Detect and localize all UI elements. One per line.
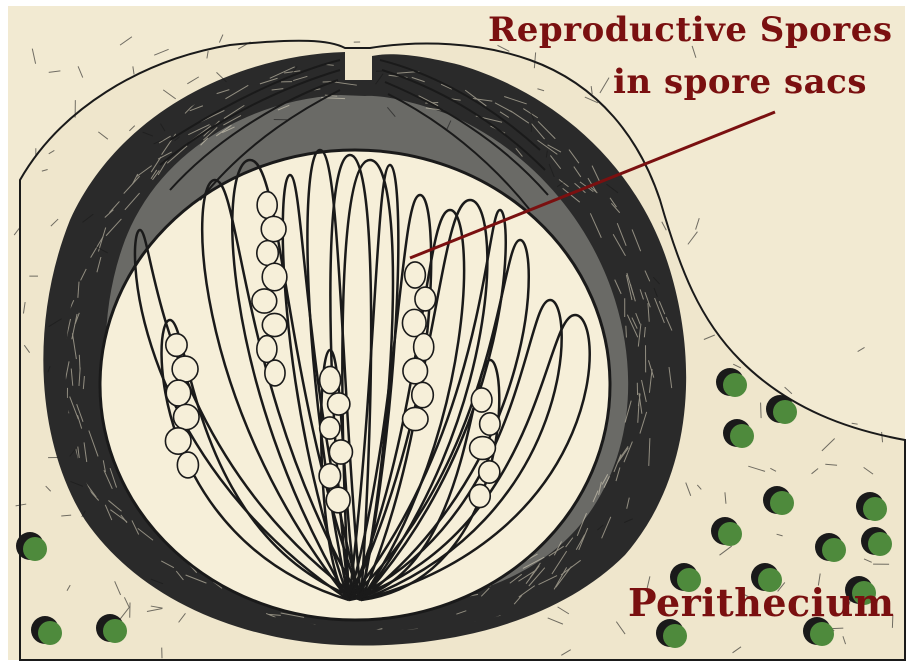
spore [329,440,352,464]
spore [177,452,198,478]
spore [403,407,428,430]
spore [405,262,426,288]
green-cell [863,497,887,521]
wall-hatch-stroke [626,326,627,338]
spore [262,263,287,291]
green-cell [718,522,742,546]
spore [165,428,191,454]
spore [403,358,428,384]
spore [320,366,341,393]
green-cell [868,532,892,556]
spore [412,382,434,407]
spore [166,380,190,406]
green-cell [773,400,797,424]
spore [174,404,200,429]
spore [471,388,492,412]
green-cell [103,619,127,643]
green-cell [822,538,846,562]
spore [414,334,434,361]
spore [470,437,496,460]
spore [257,336,277,363]
spore [252,289,277,313]
green-cell [723,373,747,397]
green-cell [38,621,62,645]
spore [172,356,198,382]
label-in-spore-sacs: in spore sacs [613,62,867,102]
spore [257,192,277,219]
spore [319,464,340,489]
spore [328,393,350,415]
green-cell [810,622,834,646]
spore [469,484,490,507]
spore [257,241,278,266]
spore [262,313,286,336]
spore [480,413,500,435]
host-texture-stroke [761,403,762,419]
spore [479,461,500,483]
green-cell [730,424,754,448]
spore [402,309,426,336]
spore [320,417,340,439]
spore [261,216,286,241]
green-cell [770,491,794,515]
label-perithecium: Perithecium [628,580,894,625]
spore [326,487,350,513]
spore [265,360,285,386]
spore [166,334,187,357]
spore [415,287,436,311]
label-reproductive-spores: Reproductive Spores [488,10,892,50]
green-cell [23,537,47,561]
green-cell [663,624,687,648]
